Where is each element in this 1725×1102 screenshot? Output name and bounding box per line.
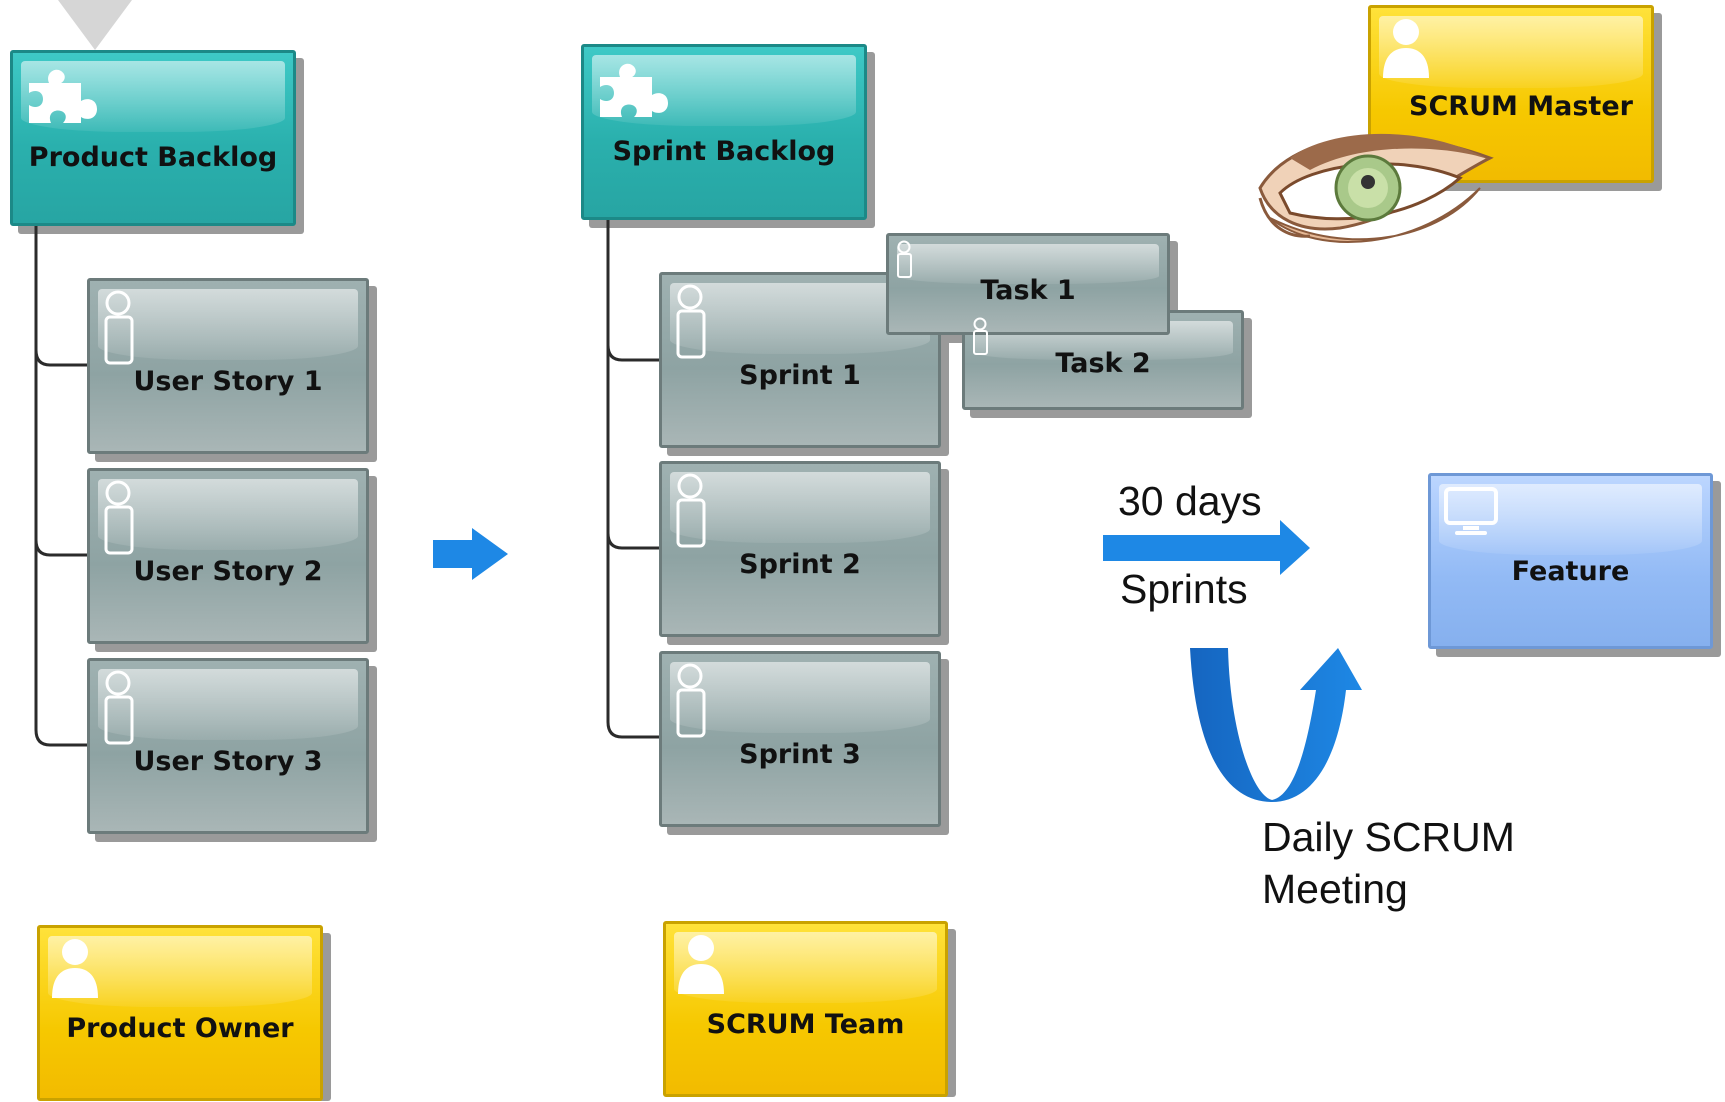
tag-icon xyxy=(104,480,134,555)
tag-icon xyxy=(897,240,912,278)
flow-arrow-sprint-to-feature xyxy=(1103,520,1310,575)
product-owner-label: Product Owner xyxy=(66,1012,294,1044)
user-story-2-node[interactable]: User Story 2 xyxy=(87,468,377,652)
daily-scrum-label-line1: Daily SCRUM xyxy=(1262,814,1515,860)
connector-sprint-backlog-sprints xyxy=(606,218,662,739)
connector-backlog-stories xyxy=(34,222,88,747)
user-story-1-node[interactable]: User Story 1 xyxy=(87,278,377,462)
feature-node[interactable]: Feature xyxy=(1428,473,1721,657)
task-1-node[interactable]: Task 1 xyxy=(886,233,1178,343)
tag-icon xyxy=(104,290,134,365)
feature-label: Feature xyxy=(1511,555,1630,587)
sprint-2-label: Sprint 2 xyxy=(739,548,861,580)
tag-icon xyxy=(973,317,988,355)
tag-icon xyxy=(104,670,134,745)
scrum-team-node[interactable]: SCRUM Team xyxy=(663,921,956,1097)
tag-icon xyxy=(676,663,706,738)
eye-icon xyxy=(1258,133,1494,243)
puzzle-icon xyxy=(600,63,668,117)
task-2-label: Task 2 xyxy=(1055,347,1151,379)
product-owner-node[interactable]: Product Owner xyxy=(37,925,331,1101)
daily-scrum-loop-arrow xyxy=(1190,648,1362,802)
task-1-label: Task 1 xyxy=(980,274,1076,306)
sprint-2-node[interactable]: Sprint 2 xyxy=(659,461,949,645)
product-backlog-label: Product Backlog xyxy=(28,141,278,173)
tag-icon xyxy=(676,473,706,548)
user-story-2-label: User Story 2 xyxy=(133,555,323,587)
incoming-pointer xyxy=(58,0,132,50)
tag-icon xyxy=(676,284,706,359)
person-icon xyxy=(52,939,98,998)
scrum-master-label: SCRUM Master xyxy=(1409,90,1633,122)
sprint-backlog-node[interactable]: Sprint Backlog xyxy=(581,44,875,228)
product-backlog-node[interactable]: Product Backlog xyxy=(10,50,304,234)
sprint-1-node[interactable]: Sprint 1 xyxy=(659,272,949,456)
user-story-3-label: User Story 3 xyxy=(133,745,323,777)
sprint-3-node[interactable]: Sprint 3 xyxy=(659,651,949,835)
sprints-label: Sprints xyxy=(1120,566,1248,612)
flow-arrow-backlog-to-sprint xyxy=(433,528,508,580)
scrum-team-label: SCRUM Team xyxy=(706,1008,905,1040)
puzzle-icon xyxy=(29,69,97,123)
sprint-3-label: Sprint 3 xyxy=(739,738,861,770)
sprint-1-label: Sprint 1 xyxy=(739,359,861,391)
person-icon xyxy=(678,935,724,994)
person-icon xyxy=(1383,19,1429,78)
duration-label: 30 days xyxy=(1118,478,1262,524)
monitor-icon xyxy=(1444,487,1498,535)
sprint-backlog-label: Sprint Backlog xyxy=(612,135,836,167)
user-story-1-label: User Story 1 xyxy=(133,365,323,397)
user-story-3-node[interactable]: User Story 3 xyxy=(87,658,377,842)
daily-scrum-label-line2: Meeting xyxy=(1262,866,1408,912)
